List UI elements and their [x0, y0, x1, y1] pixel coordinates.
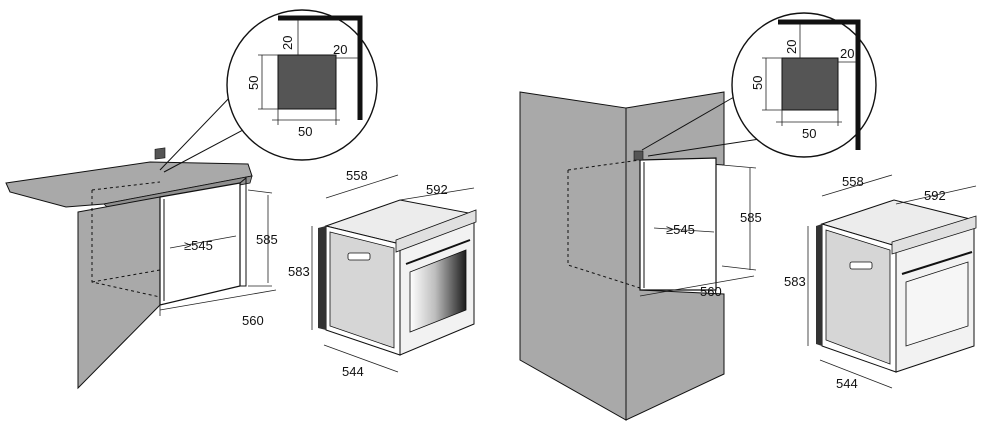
detail-right-label-column: 20 — [840, 46, 854, 61]
niche-width-label-column: 560 — [700, 284, 722, 299]
vent-detail-magnifier: 20 20 50 50 — [226, 9, 378, 161]
detail-top-label-column: 20 — [784, 40, 799, 54]
detail-width-label: 50 — [298, 124, 312, 139]
vent-opening — [154, 147, 166, 160]
column-side-panel — [519, 91, 627, 421]
detail-width-label-column: 50 — [802, 126, 816, 141]
niche-opening-column — [639, 157, 717, 291]
cabinet-side-panel — [77, 196, 161, 390]
oven-right — [816, 199, 977, 373]
vent-detail-magnifier-column: 20 20 50 50 — [731, 12, 877, 158]
oven-depth-label: 558 — [346, 168, 368, 183]
detail-height-label: 50 — [246, 76, 261, 90]
niche-width-label: 560 — [242, 313, 264, 328]
oven-depth-label-column: 558 — [842, 174, 864, 189]
oven-width-label: 592 — [426, 182, 448, 197]
oven-height-label-column: 583 — [784, 274, 806, 289]
niche-depth-label-column: ≥545 — [666, 222, 695, 237]
niche-height-label: 585 — [256, 232, 278, 247]
oven-width-label-column: 592 — [924, 188, 946, 203]
oven-bottom-depth-label: 544 — [342, 364, 364, 379]
oven-height-label: 583 — [288, 264, 310, 279]
vent-opening-column — [633, 150, 644, 161]
detail-top-label: 20 — [280, 36, 295, 50]
tall-column-diagram: 20 20 50 50 ≥545 585 560 558 — [519, 12, 977, 421]
niche-height-label-column: 585 — [740, 210, 762, 225]
detail-height-label-column: 50 — [750, 76, 765, 90]
niche-depth-label: ≥545 — [184, 238, 213, 253]
detail-right-label: 20 — [333, 42, 347, 57]
oven-bottom-depth-label-column: 544 — [836, 376, 858, 391]
oven-left — [318, 199, 477, 356]
under-counter-diagram: 20 20 50 50 ≥545 585 560 — [5, 9, 477, 390]
